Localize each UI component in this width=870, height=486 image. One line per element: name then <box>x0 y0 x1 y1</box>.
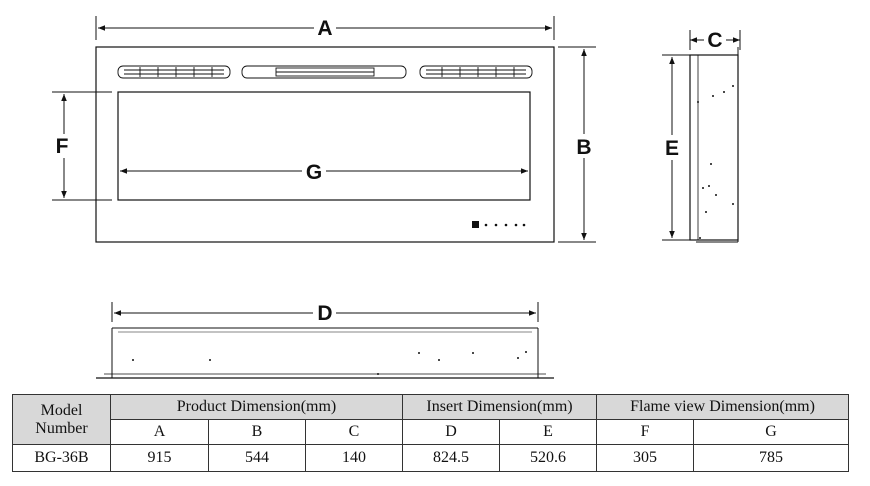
table-column-header-row: A B C D E F G <box>13 419 850 445</box>
front-view <box>95 46 555 243</box>
column-header-g: G <box>693 419 850 445</box>
label-e: E <box>665 137 679 160</box>
dimension-drawing: A B F G <box>52 16 741 379</box>
label-a: A <box>317 17 332 40</box>
model-number-header: Model Number <box>12 394 111 445</box>
front-outer-frame <box>95 46 555 243</box>
label-d: D <box>317 302 332 325</box>
value-cell-g: 785 <box>693 444 850 472</box>
insert-dimension-header: Insert Dimension(mm) <box>401 394 598 420</box>
column-header-a: A <box>110 419 209 445</box>
dimension-a <box>95 16 555 40</box>
table-row: BG-36B 915 544 140 824.5 520.6 305 785 <box>12 444 850 472</box>
label-f: F <box>56 135 69 158</box>
model-header-line1: Model <box>40 401 83 419</box>
dimension-b <box>558 46 596 243</box>
dimension-table: Model Number Product Dimension(mm) Inser… <box>12 394 850 472</box>
column-header-d: D <box>402 419 500 445</box>
label-c: C <box>707 29 722 52</box>
flame-view-dimension-header: Flame view Dimension(mm) <box>596 394 850 420</box>
dimension-c <box>689 30 741 50</box>
dimension-d <box>111 302 539 322</box>
column-header-f: F <box>596 419 695 445</box>
table-group-header-row: Model Number Product Dimension(mm) Inser… <box>12 394 850 445</box>
value-cell-d: 824.5 <box>402 444 500 472</box>
dimension-e <box>662 54 690 241</box>
column-header-c: C <box>305 419 403 445</box>
value-cell-a: 915 <box>110 444 209 472</box>
center-vent <box>241 65 407 79</box>
model-number-cell: BG-36B <box>12 444 111 472</box>
value-cell-e: 520.6 <box>498 444 598 472</box>
column-header-b: B <box>208 419 306 445</box>
value-cell-c: 140 <box>305 444 403 472</box>
value-cell-f: 305 <box>596 444 695 472</box>
right-vent <box>419 65 533 79</box>
dimension-f <box>52 91 112 201</box>
product-dimension-header: Product Dimension(mm) <box>110 394 403 420</box>
flame-window <box>117 91 531 201</box>
column-header-e: E <box>498 419 598 445</box>
label-b: B <box>576 136 591 159</box>
control-panel <box>472 221 526 228</box>
model-header-line2: Number <box>35 419 88 437</box>
side-view <box>689 47 739 243</box>
left-vent <box>117 65 231 79</box>
label-g: G <box>306 161 322 184</box>
top-view <box>96 327 554 379</box>
value-cell-b: 544 <box>208 444 306 472</box>
side-body <box>689 54 739 241</box>
